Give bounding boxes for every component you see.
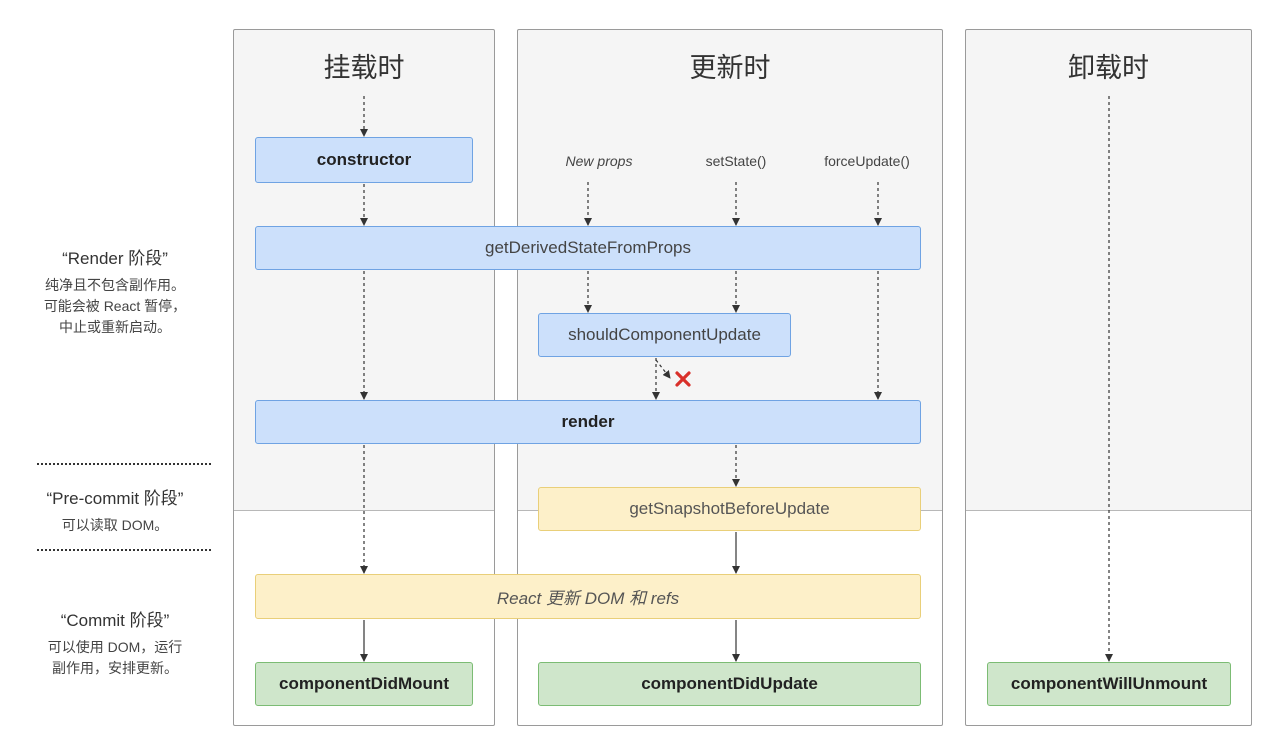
precommit-phase-desc-line: 可以读取 DOM。 [61, 517, 169, 533]
updating-column: 更新时 [517, 29, 943, 726]
render-phase-label: “Render 阶段” 纯净且不包含副作用。 可能会被 React 暂停， 中止… [20, 244, 210, 338]
commit-phase-title: “Commit 阶段” [60, 611, 170, 630]
get-snapshot-box: getSnapshotBeforeUpdate [538, 487, 921, 531]
force-update-trigger: forceUpdate() [824, 153, 910, 169]
set-state-trigger: setState() [705, 153, 767, 169]
will-unmount-box: componentWillUnmount [987, 662, 1231, 706]
react-update-dom-box: React 更新 DOM 和 refs [255, 574, 921, 619]
phase-separator [37, 549, 211, 551]
new-props-trigger: New props [565, 153, 633, 169]
updating-column-title: 更新时 [689, 53, 771, 84]
unmounting-column: 卸载时 [965, 29, 1252, 726]
constructor-box: constructor [255, 137, 473, 183]
render-phase-title: “Render 阶段” [62, 249, 168, 268]
render-box: render [255, 400, 921, 444]
mounting-column: 挂载时 [233, 29, 495, 726]
commit-phase-label: “Commit 阶段” 可以使用 DOM，运行 副作用，安排更新。 [20, 606, 210, 679]
unmounting-column-title: 卸载时 [1068, 53, 1149, 84]
phase-separator [37, 463, 211, 465]
render-phase-desc-line: 可能会被 React 暂停， [43, 298, 187, 314]
did-mount-box: componentDidMount [255, 662, 473, 706]
render-phase-desc-line: 中止或重新启动。 [59, 319, 171, 335]
precommit-phase-label: “Pre-commit 阶段” 可以读取 DOM。 [20, 484, 210, 536]
precommit-phase-title: “Pre-commit 阶段” [46, 489, 184, 508]
mounting-column-title: 挂载时 [323, 53, 405, 84]
render-phase-desc-line: 纯净且不包含副作用。 [45, 277, 185, 293]
get-derived-state-box: getDerivedStateFromProps [255, 226, 921, 270]
commit-phase-desc-line: 可以使用 DOM，运行 [47, 639, 183, 655]
should-update-box: shouldComponentUpdate [538, 313, 791, 357]
commit-phase-desc-line: 副作用，安排更新。 [52, 660, 178, 676]
did-update-box: componentDidUpdate [538, 662, 921, 706]
